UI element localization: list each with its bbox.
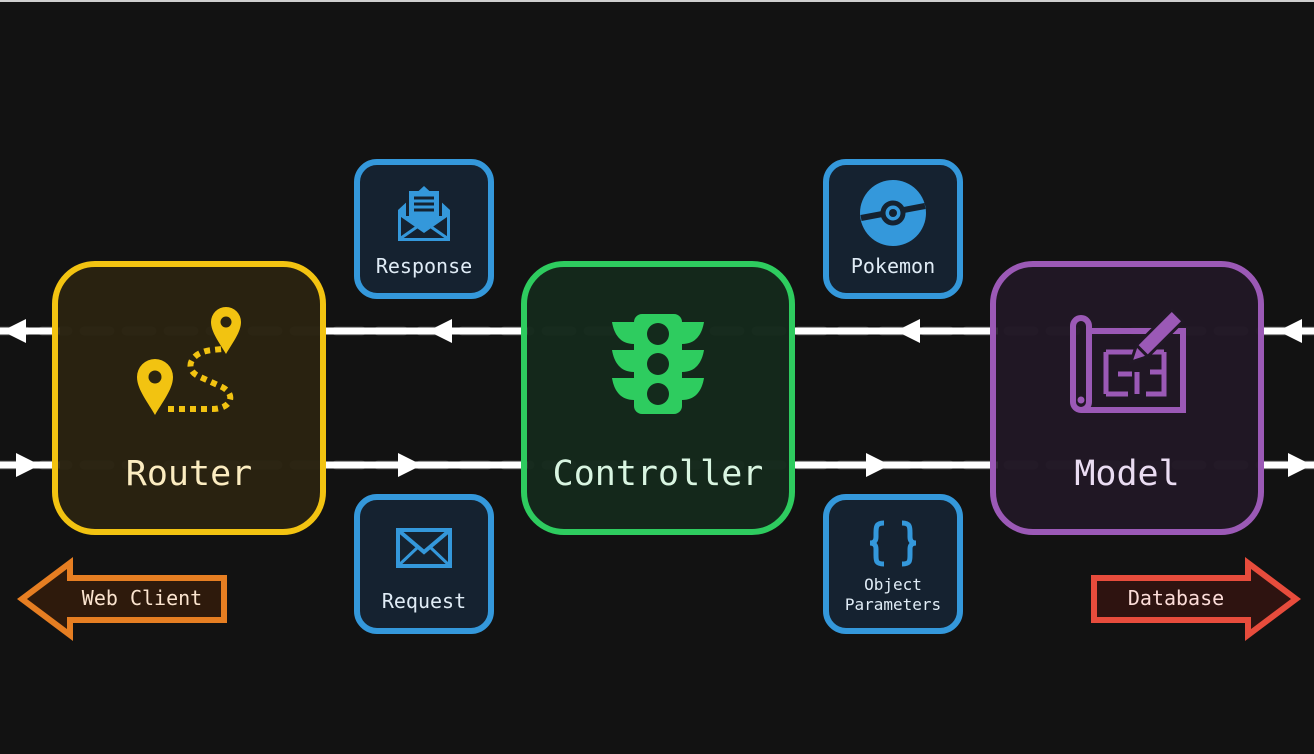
map-route-icon — [137, 307, 241, 415]
request-flow-line — [0, 453, 1314, 477]
router-label: Router — [126, 454, 252, 494]
object-parameters-label-line1: Object — [864, 575, 922, 594]
top-border-line — [0, 0, 1314, 2]
traffic-light-icon — [612, 314, 704, 414]
router-node: Router — [52, 261, 326, 535]
database-endpoint: Database — [1091, 557, 1301, 641]
right-arrow-head — [1288, 453, 1312, 477]
response-flow-line — [0, 319, 1314, 343]
right-arrow-head — [16, 453, 40, 477]
left-arrow-head — [1278, 319, 1302, 343]
right-pointing-arrow-shape — [1091, 557, 1301, 641]
web-client-label: Web Client — [82, 586, 202, 610]
pokemon-label: Pokemon — [851, 254, 935, 278]
object-parameters-label-line2: Parameters — [845, 595, 941, 614]
left-arrow-head — [896, 319, 920, 343]
left-arrow-head — [2, 319, 26, 343]
database-label: Database — [1128, 586, 1224, 610]
right-arrow-head — [398, 453, 422, 477]
response-payload: Response — [354, 159, 494, 299]
request-label: Request — [382, 589, 466, 613]
web-client-endpoint: Web Client — [17, 557, 227, 641]
right-arrow-head — [866, 453, 890, 477]
request-payload: Request — [354, 494, 494, 634]
controller-label: Controller — [553, 454, 764, 494]
controller-node: Controller — [521, 261, 795, 535]
pokemon-payload: Pokemon — [823, 159, 963, 299]
model-label: Model — [1074, 454, 1179, 494]
left-arrow-head — [428, 319, 452, 343]
left-pointing-arrow-shape — [17, 557, 227, 641]
blueprint-icon — [1070, 307, 1186, 413]
curly-braces-icon — [869, 520, 917, 567]
pokeball-icon — [860, 180, 926, 246]
open-envelope-icon — [398, 186, 450, 241]
object-parameters-payload: Object Parameters — [823, 494, 963, 634]
envelope-icon — [396, 528, 452, 568]
response-label: Response — [376, 254, 472, 278]
model-node: Model — [990, 261, 1264, 535]
